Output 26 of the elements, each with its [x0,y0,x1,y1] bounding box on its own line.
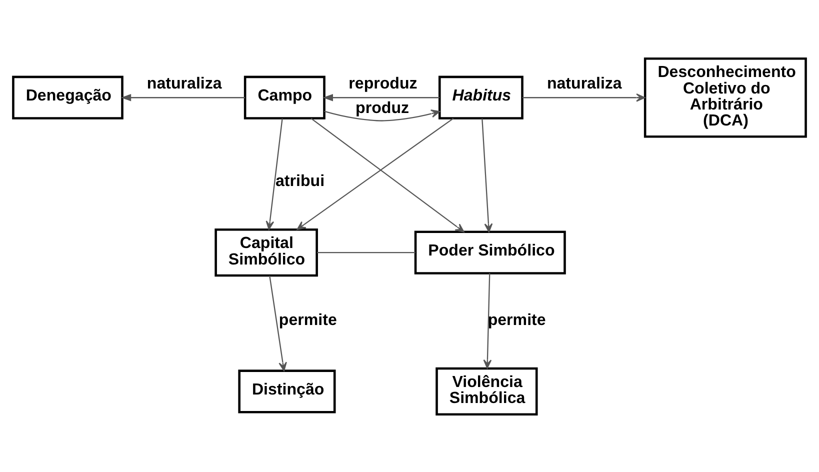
edge-label: naturaliza [146,74,222,92]
arrow [482,118,493,232]
node-box: Violência Simbólica [436,366,538,416]
node-box: Capital Simbólico [214,228,318,276]
node-box: Distinção [238,369,336,413]
edge-label: reproduz [348,74,418,92]
arrow [266,118,283,230]
arrow [269,275,287,371]
node-box: Desconhecimento Coletivo do Arbitrário (DCA) [644,56,807,138]
edge-label: permite [488,310,546,329]
connector [317,252,416,253]
node-box: Campo [244,75,326,119]
arrow [120,94,245,101]
edge-label: produz [356,98,410,116]
arrow [522,92,646,102]
edge-label: atribui [275,172,325,190]
arrow [483,272,492,368]
node-box: Denegação [12,75,124,119]
arrow [322,94,440,101]
edge-label: naturaliza [546,74,622,92]
arrow [324,109,440,121]
arrow [310,117,464,232]
node-box: Habitus [438,75,524,119]
node-box: Poder Simbólico [414,230,566,274]
arrow [296,117,454,230]
edge-label: permite [278,310,337,329]
